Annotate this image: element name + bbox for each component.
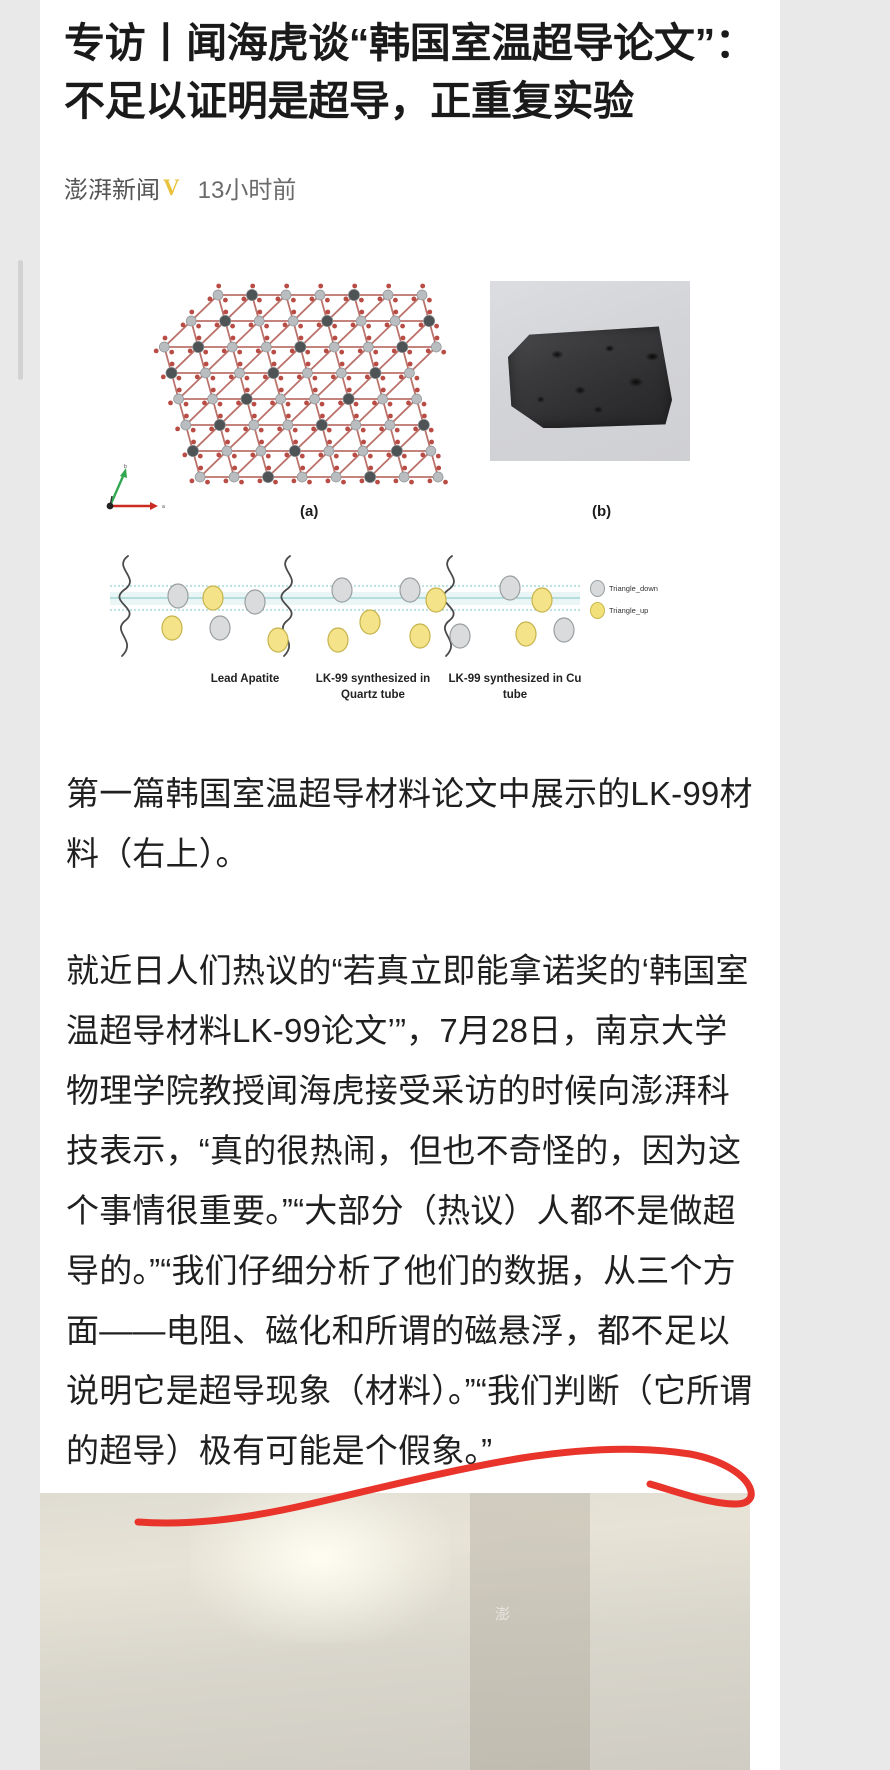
schematic-caption-lead-apatite: Lead Apatite bbox=[210, 673, 280, 686]
schematic-caption-cu-tube: LK-99 synthesized in Cu tube bbox=[448, 673, 582, 701]
lk99-sample-photo bbox=[490, 281, 690, 462]
scrollbar-thumb[interactable] bbox=[18, 260, 23, 380]
legend-swatch-gray-icon bbox=[590, 580, 605, 598]
legend-swatch-yellow-icon bbox=[590, 602, 605, 620]
crystal-structure-diagram bbox=[120, 271, 450, 521]
bottom-article-image: 澎 bbox=[40, 1493, 750, 1770]
legend-item-triangle-up: Triangle_up bbox=[590, 602, 649, 620]
panel-a-label: (a) bbox=[300, 503, 319, 521]
article-figure: b a (a) (b) bbox=[56, 271, 764, 704]
verified-badge-icon: V bbox=[163, 174, 180, 200]
page-title: 专访丨闻海虎谈“韩国室温超导论文”：不足以证明是超导，正重复实验 bbox=[64, 20, 756, 125]
figure-top-row: b a (a) (b) bbox=[80, 271, 740, 526]
panel-b-label: (b) bbox=[592, 503, 612, 521]
axis-gizmo-icon: b a bbox=[106, 464, 165, 511]
paragraph-interview: 就近日人们热议的“若真立即能拿诺奖的‘韩国室温超导材料LK-99论文’”，7月2… bbox=[66, 951, 753, 1469]
byline-source[interactable]: 澎湃新闻 bbox=[64, 177, 160, 205]
image-watermark: 澎 bbox=[495, 1606, 511, 1623]
byline: 澎湃新闻 V 13小时前 bbox=[56, 130, 764, 205]
right-gutter bbox=[780, 0, 890, 1770]
paragraph-figure-caption: 第一篇韩国室温超导材料论文中展示的LK-99材料（右上）。 bbox=[66, 775, 753, 873]
figure-schematic: Lead Apatite LK-99 synthesized in Quartz… bbox=[80, 544, 740, 704]
legend-item-triangle-down: Triangle_down bbox=[590, 580, 658, 598]
legend-label: Triangle_down bbox=[609, 584, 658, 594]
legend-label: Triangle_up bbox=[609, 606, 649, 616]
svg-text:a: a bbox=[162, 504, 165, 510]
byline-timestamp: 13小时前 bbox=[197, 177, 297, 205]
schematic-caption-quartz-tube: LK-99 synthesized in Quartz tube bbox=[315, 673, 431, 701]
svg-text:b: b bbox=[124, 464, 127, 470]
article-body: 专访丨闻海虎谈“韩国室温超导论文”：不足以证明是超导，正重复实验 澎湃新闻 V … bbox=[40, 0, 780, 1481]
